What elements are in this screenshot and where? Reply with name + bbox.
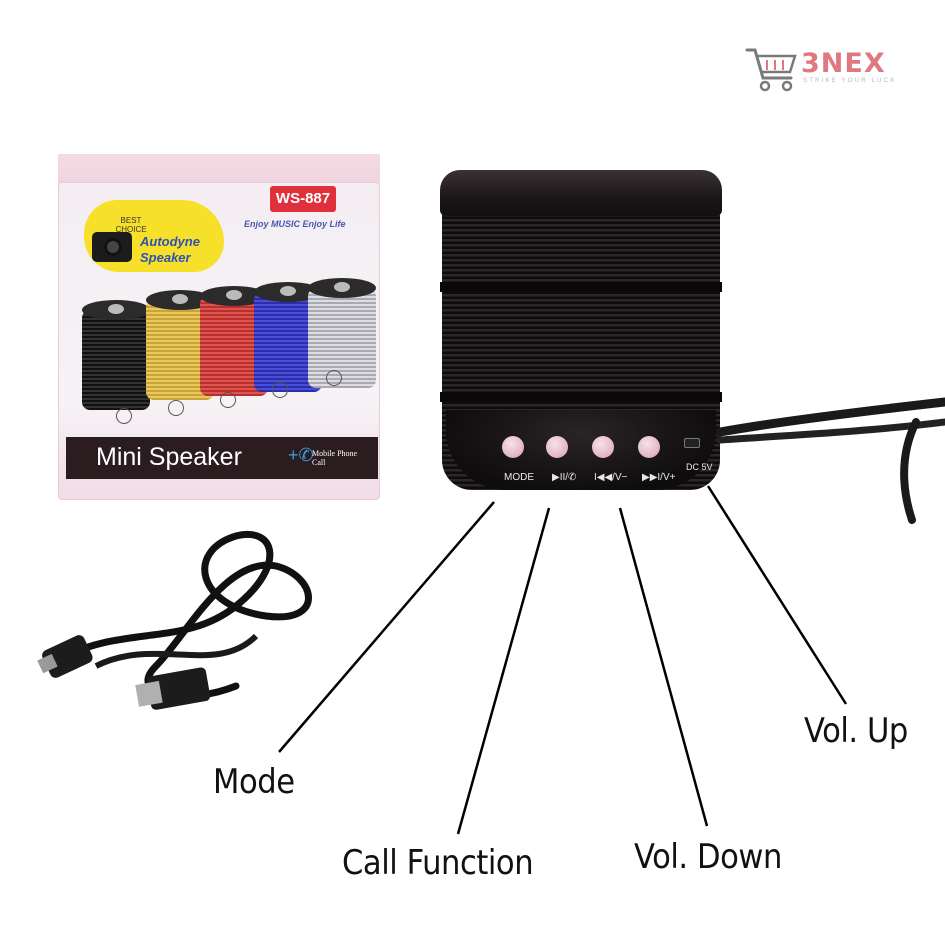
color-choice-circle [116, 408, 132, 424]
box-top-flap [58, 154, 380, 186]
speaker-top [440, 170, 722, 216]
box-product-name: Mini Speaker [96, 443, 242, 471]
camera-icon [92, 232, 132, 262]
callout-vol-down: Vol. Down [634, 837, 782, 877]
brand-logo: 3NEX STRIKE YOUR LUCK [745, 44, 905, 96]
shopping-cart-icon [745, 48, 797, 92]
mode-button[interactable] [502, 436, 524, 458]
color-choice-circle [220, 392, 236, 408]
box-tagline: Enjoy MUSIC Enjoy Life [244, 219, 346, 229]
brand-name: 3NEX [801, 48, 886, 79]
color-choice-circle [326, 370, 342, 386]
prev-button-label: I◀◀/V− [594, 472, 628, 483]
box-model-badge: WS-887 [270, 186, 336, 212]
lanyard-strap [716, 397, 945, 524]
port-label: DC 5V [686, 462, 713, 472]
previous-vol-down-button[interactable] [592, 436, 614, 458]
callout-mode: Mode [213, 762, 295, 802]
callout-vol-up: Vol. Up [804, 711, 908, 751]
next-button-label: ▶▶I/V+ [642, 472, 676, 483]
box-feature-text: Mobile Phone Call [312, 449, 358, 467]
play-button-label: ▶II/✆ [552, 472, 577, 483]
mini-speaker-silver [308, 278, 376, 388]
play-pause-call-button[interactable] [546, 436, 568, 458]
bluetooth-speaker: MODE ▶II/✆ I◀◀/V− ▶▶I/V+ DC 5V [440, 170, 722, 490]
box-name-band [66, 437, 378, 479]
color-choice-circle [168, 400, 184, 416]
usb-a-plug [135, 667, 211, 710]
speaker-ring [440, 282, 722, 292]
brand-tagline: STRIKE YOUR LUCK [803, 78, 897, 84]
callout-line-mode [278, 501, 495, 753]
mini-speaker-black [82, 300, 150, 410]
micro-usb-plug [37, 635, 93, 678]
dc-power-port[interactable] [684, 438, 700, 448]
speaker-control-panel [446, 410, 716, 490]
callout-line-vol-down [618, 507, 709, 827]
box-badge-title: Autodyne Speaker [140, 234, 200, 265]
usb-cable [37, 531, 312, 710]
box-badge-small-text: BEST CHOICE [115, 216, 147, 234]
next-vol-up-button[interactable] [638, 436, 660, 458]
callout-call-function: Call Function [342, 843, 534, 883]
callout-line-vol-up [706, 485, 848, 705]
color-choice-circle [272, 382, 288, 398]
mode-button-label: MODE [504, 472, 534, 483]
speaker-ring [440, 392, 722, 402]
phone-icon: +✆ [288, 445, 314, 465]
callout-line-call [456, 507, 551, 835]
